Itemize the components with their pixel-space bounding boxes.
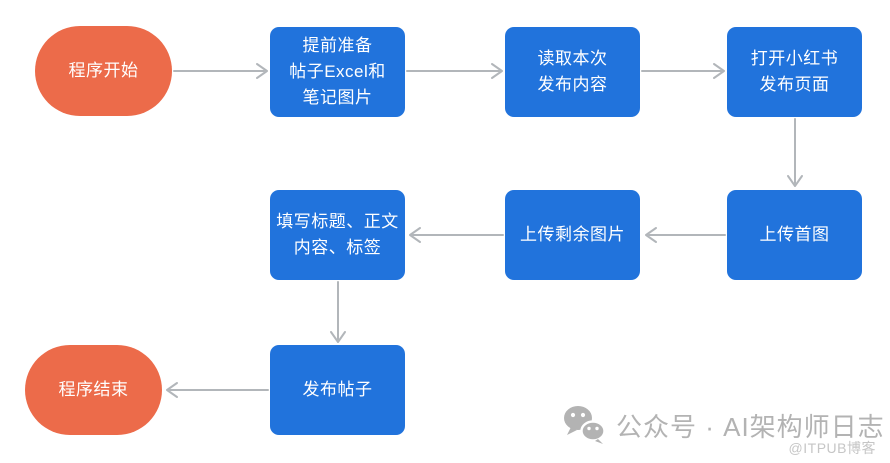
arrow-prepare-to-read — [406, 63, 503, 79]
node-program-end: 程序结束 — [25, 345, 162, 435]
watermark-credit-text: @ITPUB博客 — [788, 440, 876, 456]
node-fill-title-body-tags: 填写标题、正文 内容、标签 — [270, 190, 405, 280]
node-open-xiaohongshu-page: 打开小红书 发布页面 — [727, 27, 862, 117]
arrow-publish-to-end — [166, 382, 269, 398]
watermark-brand-text: 公众号 · AI架构师日志 — [616, 411, 885, 442]
arrow-upload-first-to-upload-rest — [645, 227, 726, 243]
arrow-upload-rest-to-fill — [409, 227, 504, 243]
node-program-start: 程序开始 — [35, 26, 172, 116]
node-read-publish-content: 读取本次 发布内容 — [505, 27, 640, 117]
wechat-icon — [562, 404, 606, 446]
arrow-open-to-upload-first — [787, 118, 803, 187]
node-publish-post: 发布帖子 — [270, 345, 405, 435]
node-upload-first-image: 上传首图 — [727, 190, 862, 280]
node-upload-remaining-images: 上传剩余图片 — [505, 190, 640, 280]
arrow-read-to-open — [641, 63, 725, 79]
watermark: 公众号 · AI架构师日志 — [562, 404, 885, 446]
arrow-start-to-prepare — [173, 63, 268, 79]
node-prepare-excel-and-images: 提前准备 帖子Excel和 笔记图片 — [270, 27, 405, 117]
arrow-fill-to-publish — [330, 281, 346, 343]
